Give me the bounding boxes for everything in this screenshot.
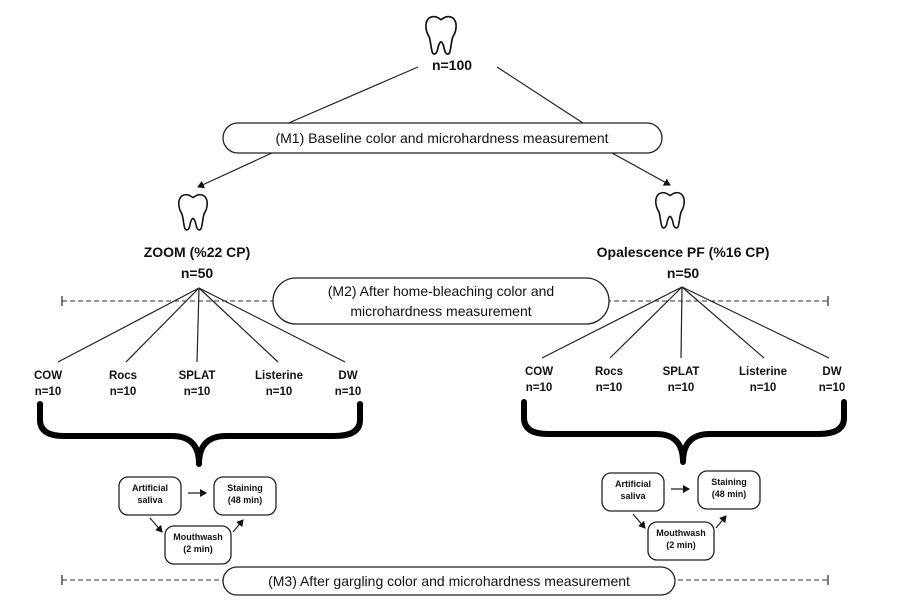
group-name: Rocs (595, 366, 623, 378)
right-groups: COW n=10 Rocs n=10 SPLAT n=10 Listerine … (525, 366, 845, 394)
svg-text:Mouthwash: Mouthwash (656, 528, 706, 538)
group-size: n=10 (668, 382, 695, 394)
staining-box (697, 470, 761, 510)
arrow-icon (715, 515, 727, 529)
left-groups: COW n=10 Rocs n=10 SPLAT n=10 Listerine … (34, 370, 361, 398)
group-name: SPLAT (179, 370, 216, 382)
tooth-icon (177, 193, 209, 231)
m1-label: (M1) Baseline color and microhardness me… (275, 130, 608, 146)
svg-text:Artificial: Artificial (615, 479, 651, 489)
svg-text:(48 min): (48 min) (228, 495, 263, 505)
m3-label: (M3) After gargling color and microhardn… (268, 573, 630, 589)
svg-text:saliva: saliva (137, 495, 163, 505)
group-size: n=10 (266, 386, 293, 398)
arrow-icon (232, 519, 244, 533)
svg-text:saliva: saliva (620, 491, 646, 501)
root-sample-size: n=100 (432, 57, 472, 73)
arrow-icon (149, 517, 163, 533)
m1-measurement-box (222, 122, 663, 154)
right-group-title: Opalescence PF (%16 CP) (597, 244, 770, 260)
group-size: n=10 (596, 382, 623, 394)
left-cycle: Artificial saliva Staining (48 min) Mout… (118, 476, 277, 565)
arrow-icon (197, 152, 273, 189)
svg-text:Artificial: Artificial (132, 483, 168, 493)
svg-text:Staining: Staining (711, 477, 747, 487)
svg-text:Mouthwash: Mouthwash (173, 532, 223, 542)
group-name: Listerine (739, 366, 787, 378)
group-size: n=10 (819, 382, 846, 394)
group-size: n=10 (526, 382, 553, 394)
group-size: n=10 (35, 386, 62, 398)
group-name: SPLAT (663, 366, 700, 378)
mouthwash-box (647, 521, 715, 561)
svg-text:(48 min): (48 min) (712, 489, 747, 499)
right-brace (521, 399, 847, 465)
m2-label-line1: (M2) After home-bleaching color and (328, 283, 554, 299)
left-fan-lines (57, 287, 346, 363)
left-group-title: ZOOM (%22 CP) (144, 244, 251, 260)
left-brace (37, 401, 363, 467)
staining-box (213, 476, 277, 516)
connector-line (496, 66, 587, 126)
group-name: Rocs (109, 370, 137, 382)
group-name: Listerine (255, 370, 303, 382)
tooth-icon (424, 15, 458, 56)
group-size: n=10 (110, 386, 137, 398)
group-size: n=10 (184, 386, 211, 398)
svg-text:Staining: Staining (227, 483, 263, 493)
svg-text:(2 min): (2 min) (666, 540, 696, 550)
svg-text:(2 min): (2 min) (183, 544, 213, 554)
connector-line (283, 66, 419, 126)
saliva-box (118, 476, 182, 516)
saliva-box (601, 472, 665, 512)
m3-measurement-box (222, 566, 676, 596)
group-name: DW (822, 366, 841, 378)
group-name: DW (338, 370, 357, 382)
arrow-icon (632, 513, 646, 529)
group-name: COW (34, 370, 62, 382)
m2-label-line2: microhardness measurement (350, 303, 531, 319)
group-size: n=10 (335, 386, 362, 398)
tooth-icon (654, 191, 686, 229)
group-size: n=10 (750, 382, 777, 394)
mouthwash-box (164, 525, 232, 565)
left-sample-size: n=50 (181, 265, 214, 281)
group-name: COW (525, 366, 553, 378)
right-cycle: Artificial saliva Staining (48 min) Mout… (601, 470, 761, 561)
arrow-icon (611, 152, 671, 186)
m2-measurement-box (272, 277, 610, 325)
right-sample-size: n=50 (667, 265, 700, 281)
right-fan-lines (541, 286, 830, 359)
